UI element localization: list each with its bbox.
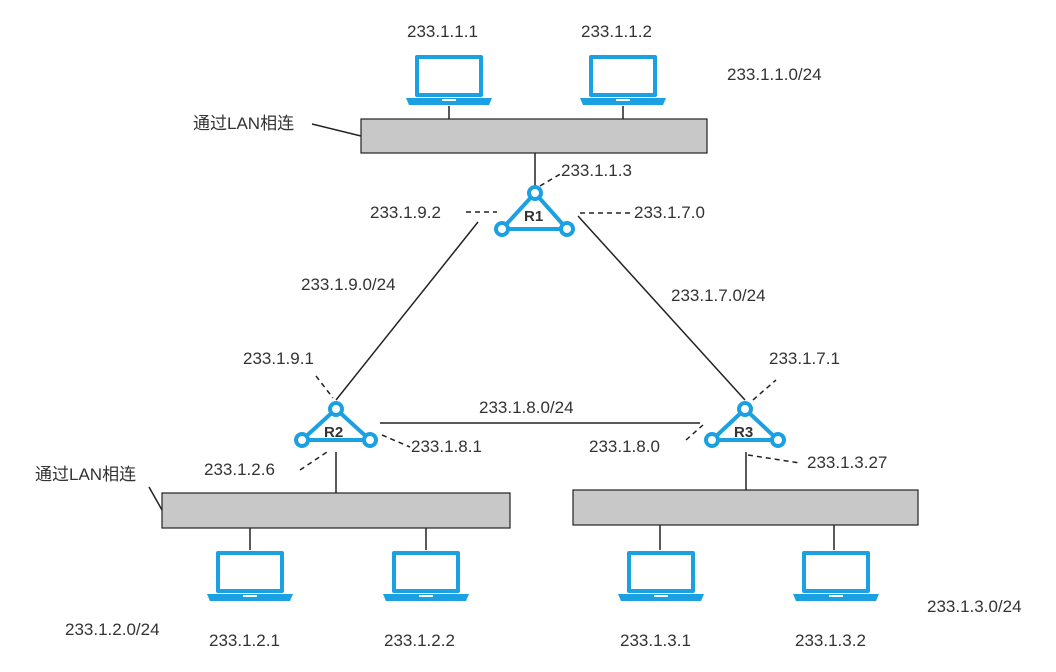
host-ip: 233.1.2.1 [209,631,280,650]
host-ip: 233.1.1.2 [581,22,652,41]
router-icon [494,185,575,237]
subnet-label: 233.1.2.0/24 [65,620,160,639]
host-ip: 233.1.2.2 [384,631,455,650]
laptop-icon [580,55,666,105]
lan-label: 通过LAN相连 [193,114,295,133]
laptop-icon [383,551,469,601]
laptop-icon [793,551,879,601]
interface-ip: 233.1.9.2 [370,203,441,222]
interface-ip: 233.1.3.27 [807,453,888,472]
router-icon [294,401,378,448]
host-ip: 233.1.1.1 [407,22,478,41]
interface-ip: 233.1.8.0 [589,437,660,456]
laptop-icon [207,551,293,601]
interface-ip: 233.1.1.3 [561,161,632,180]
subnet-label: 233.1.3.0/24 [927,597,1022,616]
interface-ip: 233.1.2.6 [204,460,275,479]
interface-leaders [299,172,801,471]
router-icon [704,401,786,448]
router-name: R2 [324,424,344,441]
interface-ip: 233.1.7.0 [634,203,705,222]
host-links [148,106,835,550]
interface-ip: 233.1.9.1 [243,349,314,368]
subnet-label: 233.1.7.0/24 [671,286,766,305]
lan-segment-top [360,118,708,154]
lan-segment-left [161,492,511,529]
router-name: R3 [734,424,754,441]
host-ip: 233.1.3.2 [795,631,866,650]
laptop-icon [406,55,492,105]
lan-label: 通过LAN相连 [35,465,137,484]
subnet-label: 233.1.1.0/24 [727,65,822,84]
subnet-label: 233.1.9.0/24 [301,275,396,294]
host-ip: 233.1.3.1 [620,631,691,650]
interface-ip: 233.1.7.1 [769,349,840,368]
laptop-icon [618,551,704,601]
lan-segment-right [572,489,919,526]
router-name: R1 [524,208,544,225]
subnet-label: 233.1.8.0/24 [479,398,574,417]
interface-ip: 233.1.8.1 [411,437,482,456]
